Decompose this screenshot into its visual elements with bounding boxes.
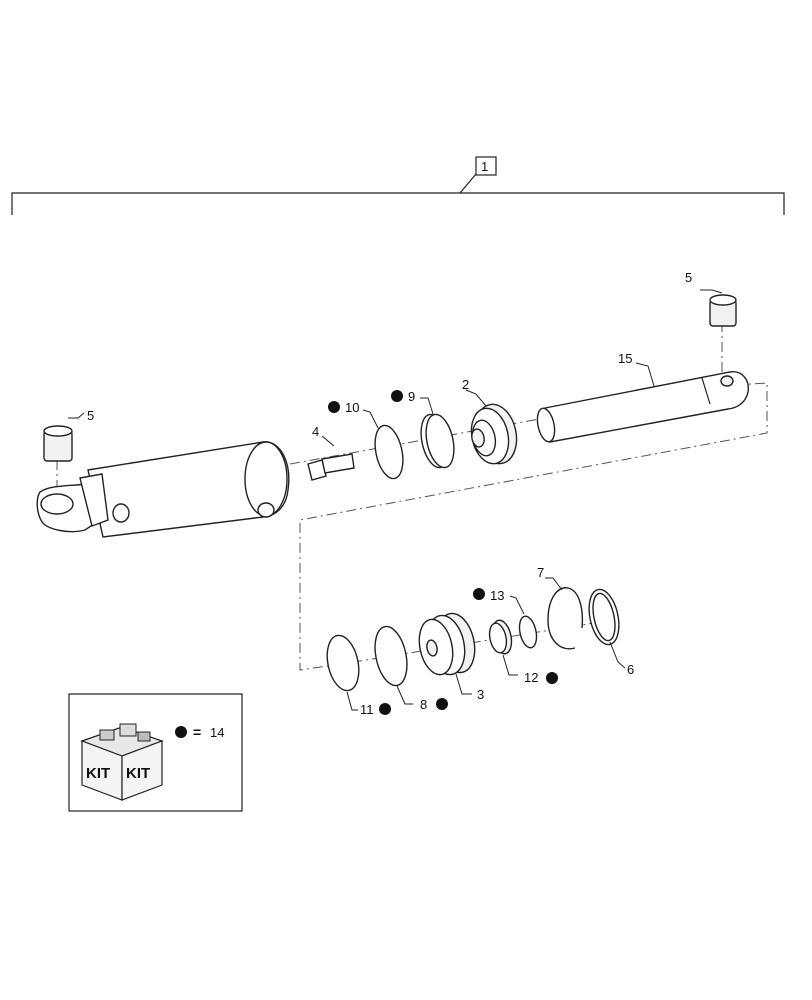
part-5-bushing-right: 5 — [685, 270, 737, 327]
kit-equals: = — [193, 724, 201, 740]
callout-5-left: 5 — [87, 408, 94, 423]
kit-bullet-icon — [175, 726, 187, 738]
part-3-piston: 3 — [418, 612, 484, 702]
callout-5-right: 5 — [685, 270, 692, 285]
part-10-ring: 10 — [328, 400, 404, 480]
callout-6: 6 — [627, 662, 634, 677]
cylinder-barrel — [36, 441, 290, 538]
kit-label-right: KIT — [126, 765, 150, 782]
assembly-bracket: 1 — [11, 156, 785, 215]
callout-15: 15 — [618, 351, 632, 366]
callout-13: 13 — [490, 588, 504, 603]
part-11-o-ring: 11 — [326, 634, 391, 717]
callout-10: 10 — [345, 400, 359, 415]
callout-2: 2 — [462, 377, 469, 392]
part-13-ring: 13 — [473, 588, 538, 649]
callout-7: 7 — [537, 565, 544, 580]
kit-label-left: KIT — [86, 765, 110, 782]
part-6-retaining-ring: 6 — [588, 588, 634, 677]
callout-9: 9 — [408, 389, 415, 404]
part-12-seal: 12 — [488, 619, 558, 685]
callout-3: 3 — [477, 687, 484, 702]
part-15-piston-rod: 15 — [536, 351, 749, 443]
kit-legend: KIT KIT = 14 — [68, 693, 243, 812]
part-2-gland: 2 — [462, 377, 518, 465]
part-5-bushing-left: 5 — [43, 408, 94, 462]
callout-4: 4 — [312, 424, 319, 439]
kit-number: 14 — [210, 725, 224, 740]
assembly-callout-label: 1 — [481, 159, 488, 174]
part-4-bolt: 4 — [307, 424, 355, 481]
assembly-callout-box — [475, 156, 497, 176]
part-8-ring: 8 — [374, 625, 448, 712]
callout-11: 11 — [360, 702, 374, 717]
callout-8: 8 — [420, 697, 427, 712]
part-7-snap-ring: 7 — [537, 565, 584, 650]
kit-box-icon: KIT KIT — [80, 723, 164, 801]
callout-12: 12 — [524, 670, 538, 685]
part-9-wear-band: 9 — [391, 389, 455, 469]
